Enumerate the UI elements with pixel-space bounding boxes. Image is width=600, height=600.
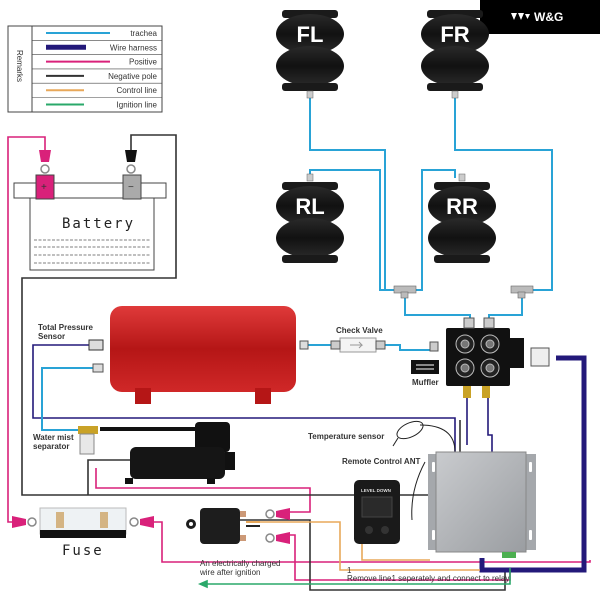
remote-control: LEVEL DOWN	[354, 480, 400, 544]
temperature-sensor-label: Temperature sensor	[308, 432, 384, 441]
water-separator	[78, 426, 98, 455]
ignition-wires	[197, 568, 511, 589]
check-valve-label: Check Valve	[336, 326, 383, 335]
air-bag-label: FL	[297, 22, 324, 47]
legend-row: Wire harness	[32, 39, 162, 52]
legend-label: trachea	[130, 29, 157, 38]
harness-wires	[32, 344, 493, 452]
main-harness	[479, 355, 587, 573]
battery: + − Battery	[13, 150, 167, 271]
air-bag-label: RL	[295, 194, 324, 219]
air-bag-fl: FL	[276, 10, 344, 99]
legend-row: Ignition line	[32, 97, 162, 110]
antenna-wire	[411, 461, 426, 521]
relay	[186, 508, 290, 544]
air-bag-rr: RR	[428, 173, 496, 263]
logo-icon	[511, 13, 530, 20]
air-bag-label: FR	[440, 22, 469, 47]
compressor	[100, 422, 235, 484]
battery-positive-terminal	[35, 174, 55, 200]
positive-symbol: +	[41, 182, 47, 193]
negative-symbol: −	[128, 182, 134, 193]
legend-title: Remarks	[15, 50, 24, 82]
air-bag-label: RR	[446, 194, 478, 219]
fuse	[12, 507, 154, 538]
battery-negative-terminal	[122, 174, 142, 200]
fuse-label: Fuse	[62, 543, 104, 559]
positive-wires	[7, 136, 591, 581]
pressure-sensor	[88, 339, 104, 351]
air-bag-fr: FR	[421, 10, 489, 99]
air-bag-rl: RL	[276, 173, 344, 263]
brand-logo: W&G	[480, 0, 600, 34]
harness-connector	[530, 347, 550, 367]
legend-row: Negative pole	[32, 68, 162, 81]
legend-label: Wire harness	[110, 43, 157, 52]
positive-clamp-icon	[39, 150, 51, 162]
muffler	[411, 360, 439, 374]
muffler-label: Muffler	[412, 378, 439, 387]
legend-row: trachea	[46, 29, 158, 38]
legend-label: Positive	[129, 58, 158, 67]
check-valve	[330, 337, 439, 353]
air-lines	[41, 92, 553, 431]
control-wires	[258, 521, 480, 571]
valve-block	[446, 317, 550, 398]
legend-row: Control line	[32, 82, 162, 95]
battery-label: Battery	[62, 216, 135, 232]
remote-ant-label: Remote Control ANT	[342, 457, 420, 466]
legend-row: Positive	[32, 54, 162, 67]
relay-note: Remove line1 seperately and connect to r…	[347, 574, 509, 583]
relay-note-number: 1	[347, 566, 352, 575]
temperature-sensor	[392, 420, 456, 453]
legend-label: Control line	[117, 86, 158, 95]
negative-clamp-icon	[125, 150, 137, 162]
legend-label: Negative pole	[108, 72, 157, 81]
control-unit	[428, 451, 536, 558]
tee-fittings	[393, 285, 534, 299]
air-tank	[88, 306, 309, 404]
remote-screen-text: LEVEL DOWN	[361, 488, 391, 493]
logo-text: W&G	[534, 10, 563, 24]
legend-label: Ignition line	[117, 101, 158, 110]
